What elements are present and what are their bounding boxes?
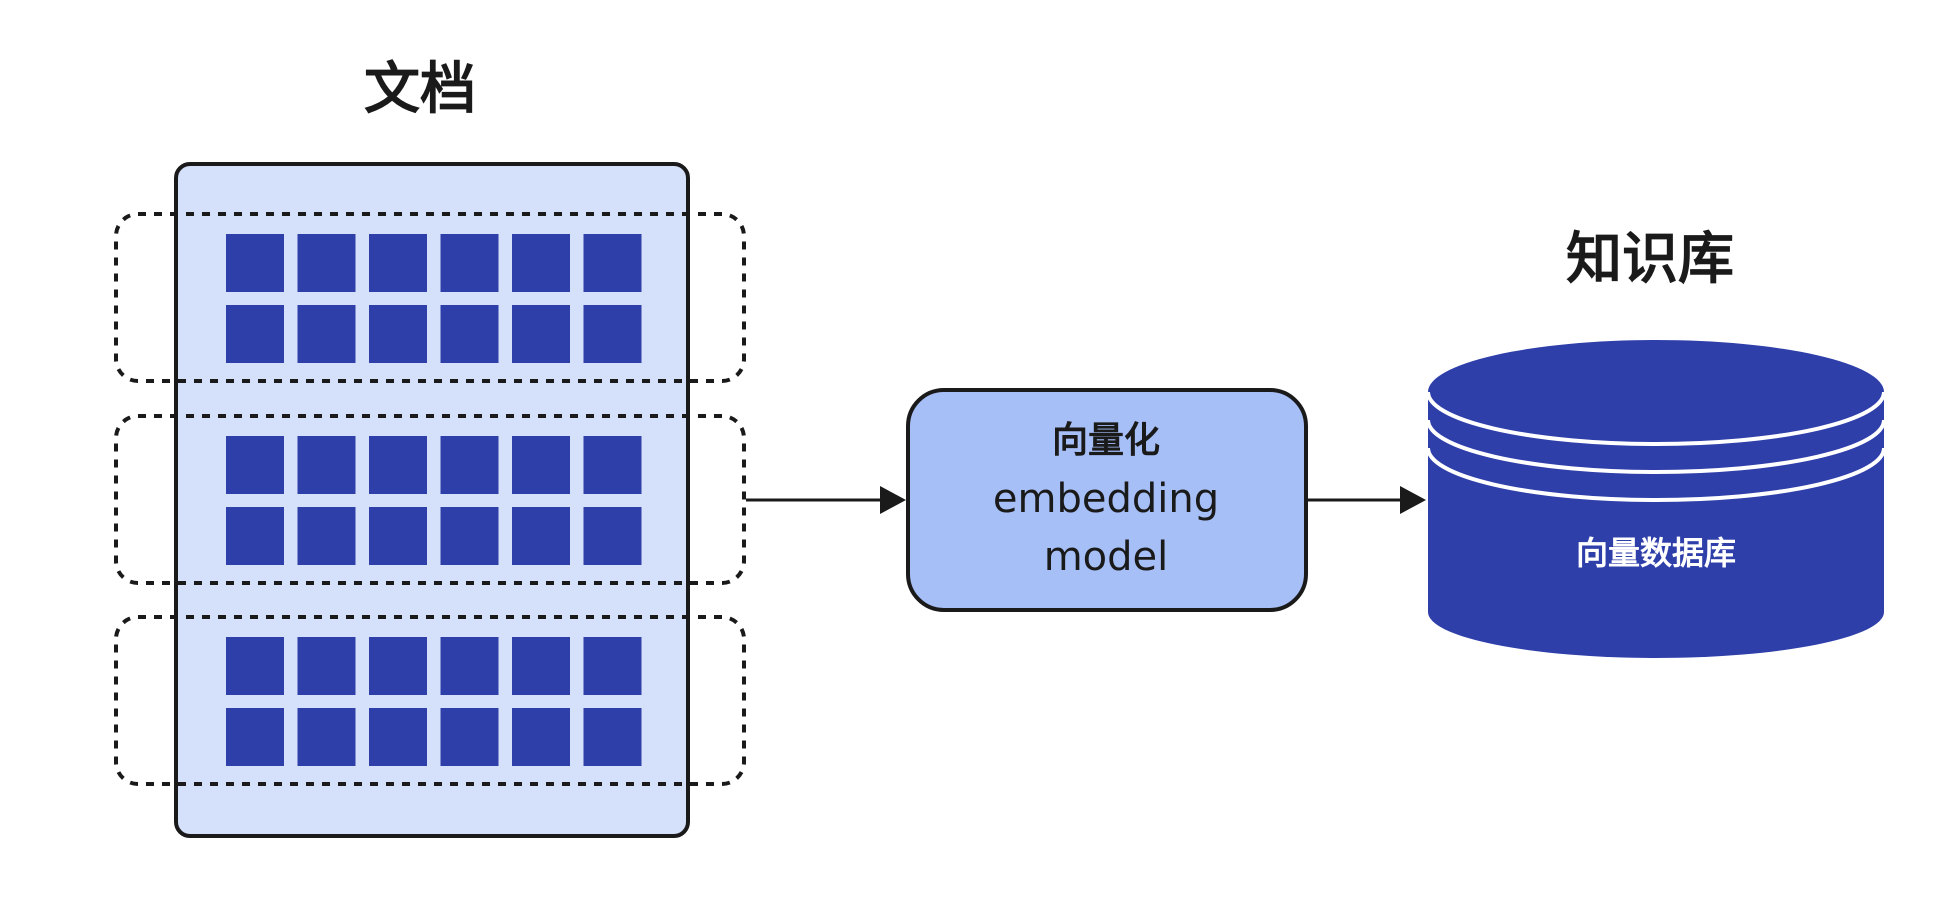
- model-label-model: model: [1044, 534, 1169, 580]
- chunk-cell: [440, 637, 499, 695]
- chunk-cell: [226, 305, 284, 363]
- chunk-cell: [369, 234, 427, 292]
- vector-database-label: 向量数据库: [1576, 534, 1736, 572]
- chunk-cell: [440, 436, 499, 494]
- chunk-cell: [583, 637, 642, 695]
- chunk-cell: [512, 637, 570, 695]
- chunk-cell: [512, 436, 570, 494]
- chunk-cell: [369, 305, 427, 363]
- chunk-cell: [440, 234, 499, 292]
- chunk-cell: [297, 305, 356, 363]
- chunk-cell: [440, 708, 499, 766]
- chunk-cell: [583, 708, 642, 766]
- arrow-document-to-model: [746, 486, 906, 514]
- document-chunks: [114, 212, 746, 786]
- chunk-cell: [369, 637, 427, 695]
- chunk-cell: [226, 708, 284, 766]
- document-title: 文档: [364, 57, 476, 122]
- chunk-region: [114, 212, 746, 383]
- chunk-cell: [297, 708, 356, 766]
- chunk-cell: [512, 234, 570, 292]
- chunk-cell: [440, 507, 499, 565]
- chunk-cell: [226, 234, 284, 292]
- chunk-cell: [512, 507, 570, 565]
- chunk-cell: [297, 436, 356, 494]
- chunk-cell: [512, 305, 570, 363]
- chunk-cell: [226, 637, 284, 695]
- chunk-cell: [297, 234, 356, 292]
- chunk-cell: [369, 436, 427, 494]
- embedding-model-box: [906, 388, 1308, 612]
- chunk-cell: [297, 507, 356, 565]
- chunk-cell: [369, 708, 427, 766]
- chunk-cell: [583, 436, 642, 494]
- vector-database-icon: [1426, 340, 1886, 658]
- chunk-cell: [583, 234, 642, 292]
- chunk-region: [114, 414, 746, 585]
- model-label-cn: 向量化: [1052, 420, 1160, 461]
- arrow-model-to-database: [1308, 486, 1426, 514]
- chunk-cell: [583, 507, 642, 565]
- chunk-cell: [226, 507, 284, 565]
- knowledge-base-title: 知识库: [1566, 227, 1734, 292]
- chunk-cell: [512, 708, 570, 766]
- chunk-cell: [297, 637, 356, 695]
- chunk-cell: [583, 305, 642, 363]
- chunk-cell: [440, 305, 499, 363]
- chunk-cell: [226, 436, 284, 494]
- chunk-region: [114, 615, 746, 786]
- model-label-embedding: embedding: [993, 476, 1219, 522]
- chunk-cell: [369, 507, 427, 565]
